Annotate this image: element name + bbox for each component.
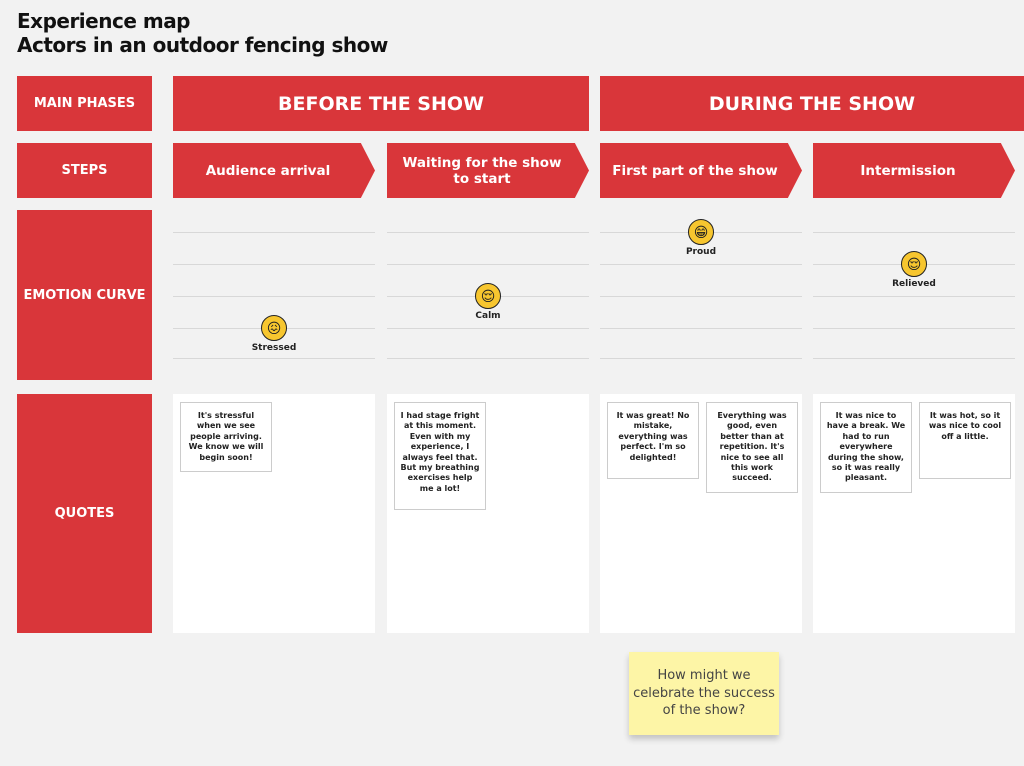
emotion-label: Relieved <box>892 279 936 289</box>
quote-card[interactable]: It's stressful when we see people arrivi… <box>180 402 272 472</box>
label-quotes: Quotes <box>17 394 152 633</box>
emotion-grid-line <box>600 264 802 265</box>
quote-card[interactable]: It was nice to have a break. We had to r… <box>820 402 912 493</box>
phase-during-show[interactable]: DURING THE SHOW <box>600 76 1024 131</box>
emoji-icon: 😖 <box>261 315 287 341</box>
quote-card[interactable]: It was great! No mistake, everything was… <box>607 402 699 479</box>
step-0[interactable]: Audience arrival <box>173 143 375 198</box>
step-2[interactable]: First part of the show <box>600 143 802 198</box>
emotion-grid-line <box>387 358 589 359</box>
emotion-grid-line <box>813 328 1015 329</box>
emotion-marker: 😌 Relieved <box>874 251 954 289</box>
quote-card[interactable]: Everything was good, even better than at… <box>706 402 798 493</box>
emotion-grid-line <box>387 264 589 265</box>
emoji-icon: 😌 <box>901 251 927 277</box>
map-subtitle: Actors in an outdoor fencing show <box>17 33 388 57</box>
label-main-phases: Main phases <box>17 76 152 131</box>
emotion-grid-line <box>813 296 1015 297</box>
emotion-grid-line <box>813 232 1015 233</box>
label-steps: Steps <box>17 143 152 198</box>
emoji-icon: 😌 <box>475 283 501 309</box>
emotion-grid-line <box>813 358 1015 359</box>
emotion-label: Stressed <box>251 343 297 353</box>
emotion-marker: 😖 Stressed <box>234 315 314 353</box>
label-emotion-curve: Emotion curve <box>17 210 152 380</box>
emotion-grid-line <box>600 296 802 297</box>
emotion-label: Proud <box>685 247 717 257</box>
emotion-grid-line <box>600 358 802 359</box>
emotion-grid-line <box>387 232 589 233</box>
emotion-grid-line <box>600 328 802 329</box>
emotion-grid-line <box>387 328 589 329</box>
step-1[interactable]: Waiting for the show to start <box>387 143 589 198</box>
map-title: Experience map <box>17 9 191 33</box>
quote-card[interactable]: It was hot, so it was nice to cool off a… <box>919 402 1011 479</box>
emotion-label: Calm <box>475 311 501 321</box>
emotion-grid-line <box>173 264 375 265</box>
step-3[interactable]: Intermission <box>813 143 1015 198</box>
phase-before-show[interactable]: BEFORE THE SHOW <box>173 76 589 131</box>
emotion-marker: 😌 Calm <box>448 283 528 321</box>
emotion-grid-line <box>173 232 375 233</box>
emoji-icon: 😁 <box>688 219 714 245</box>
quote-card[interactable]: I had stage fright at this moment. Even … <box>394 402 486 510</box>
emotion-marker: 😁 Proud <box>661 219 741 257</box>
sticky-note[interactable]: How might we celebrate the success of th… <box>629 652 779 735</box>
emotion-grid-line <box>173 358 375 359</box>
emotion-grid-line <box>173 296 375 297</box>
